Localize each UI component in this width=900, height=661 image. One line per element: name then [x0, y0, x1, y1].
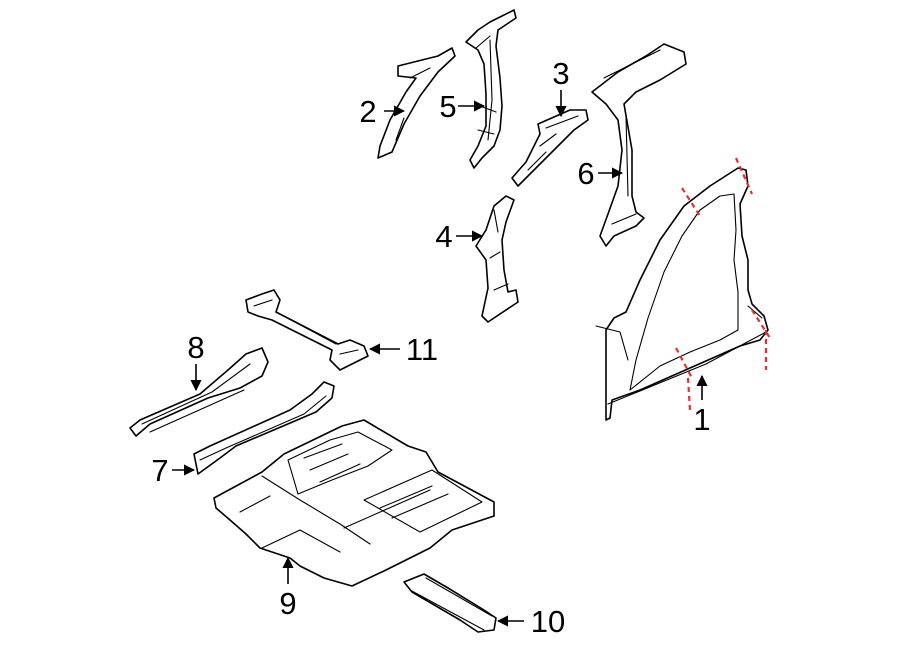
- callout-9: 9: [279, 586, 296, 621]
- part-6-b-pillar[interactable]: [591, 43, 687, 247]
- cut-line-lower-left-vertical: [686, 377, 692, 411]
- part-7-rocker-panel[interactable]: [193, 381, 335, 475]
- cut-line-top-right: [734, 157, 754, 195]
- part-2-pillar-trim[interactable]: [377, 47, 456, 159]
- callout-3: 3: [552, 56, 569, 91]
- callout-5: 5: [439, 89, 456, 124]
- callout-labels: 1 2 3 4 5 6 7 8 9 10 11: [151, 56, 710, 639]
- callout-7: 7: [151, 453, 168, 488]
- part-1-side-aperture[interactable]: [595, 167, 769, 421]
- part-11-cross-member[interactable]: [245, 289, 369, 371]
- callout-2: 2: [359, 94, 376, 129]
- callout-6: 6: [577, 156, 594, 191]
- callout-11: 11: [406, 332, 438, 367]
- callout-4: 4: [435, 219, 452, 254]
- part-5-pillar-reinforcement[interactable]: [465, 9, 517, 169]
- leader-lines: [172, 90, 708, 627]
- part-4-lower-pillar[interactable]: [475, 195, 519, 323]
- callout-10: 10: [531, 604, 565, 639]
- part-9-floor-pan[interactable]: [213, 419, 495, 587]
- part-3-upper-rail[interactable]: [511, 109, 589, 187]
- callout-1: 1: [693, 402, 710, 437]
- cut-line-upper-left: [681, 187, 701, 217]
- cut-lines: [675, 157, 771, 411]
- callout-8: 8: [187, 330, 204, 365]
- part-10-sill-plate[interactable]: [403, 573, 497, 633]
- part-8-rocker-reinforcement[interactable]: [129, 347, 269, 437]
- cut-line-lower-left: [675, 347, 693, 379]
